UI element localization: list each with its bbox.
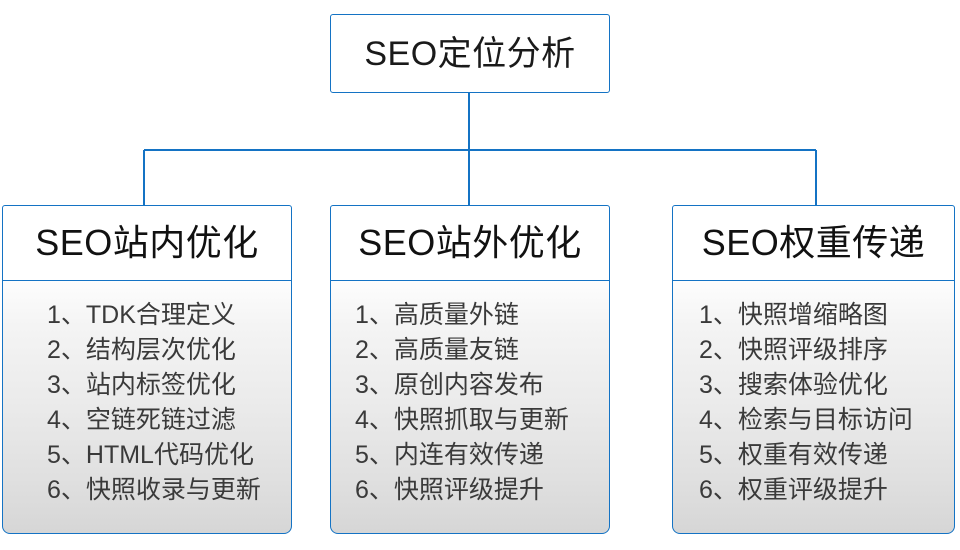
- branch-panel-1: 1、高质量外链 2、高质量友链 3、原创内容发布 4、快照抓取与更新 5、内连有…: [330, 281, 610, 534]
- list-item: 6、快照收录与更新: [47, 476, 261, 504]
- branch-header-1[interactable]: SEO站外优化: [330, 205, 610, 281]
- list-item: 3、原创内容发布: [355, 371, 544, 399]
- list-item: 1、TDK合理定义: [47, 301, 236, 329]
- list-item: 2、快照评级排序: [699, 336, 888, 364]
- list-item: 2、结构层次优化: [47, 336, 236, 364]
- list-item: 6、权重评级提升: [699, 476, 888, 504]
- branch-column-seo-weight[interactable]: SEO权重传递 1、快照增缩略图 2、快照评级排序 3、搜索体验优化 4、检索与…: [672, 205, 955, 534]
- list-item: 1、高质量外链: [355, 301, 519, 329]
- branch-panel-0: 1、TDK合理定义 2、结构层次优化 3、站内标签优化 4、空链死链过滤 5、H…: [2, 281, 292, 534]
- branch-column-seo-offsite[interactable]: SEO站外优化 1、高质量外链 2、高质量友链 3、原创内容发布 4、快照抓取与…: [330, 205, 610, 534]
- branch-header-2[interactable]: SEO权重传递: [672, 205, 955, 281]
- branch-title-0: SEO站内优化: [35, 222, 259, 263]
- list-item: 5、权重有效传递: [699, 441, 888, 469]
- branch-title-2: SEO权重传递: [701, 222, 926, 263]
- root-node-title: SEO定位分析: [364, 34, 576, 73]
- branch-header-0[interactable]: SEO站内优化: [2, 205, 292, 281]
- item-list-0: 1、TDK合理定义 2、结构层次优化 3、站内标签优化 4、空链死链过滤 5、H…: [3, 298, 291, 508]
- list-item: 6、快照评级提升: [355, 476, 544, 504]
- list-item: 4、检索与目标访问: [699, 406, 913, 434]
- list-item: 3、站内标签优化: [47, 371, 236, 399]
- list-item: 2、高质量友链: [355, 336, 519, 364]
- branch-column-seo-onsite[interactable]: SEO站内优化 1、TDK合理定义 2、结构层次优化 3、站内标签优化 4、空链…: [2, 205, 292, 534]
- list-item: 3、搜索体验优化: [699, 371, 888, 399]
- list-item: 1、快照增缩略图: [699, 301, 888, 329]
- list-item: 4、快照抓取与更新: [355, 406, 569, 434]
- list-item: 5、HTML代码优化: [47, 441, 254, 469]
- branch-title-1: SEO站外优化: [358, 222, 582, 263]
- item-list-1: 1、高质量外链 2、高质量友链 3、原创内容发布 4、快照抓取与更新 5、内连有…: [331, 298, 609, 508]
- item-list-2: 1、快照增缩略图 2、快照评级排序 3、搜索体验优化 4、检索与目标访问 5、权…: [673, 298, 954, 508]
- list-item: 5、内连有效传递: [355, 441, 544, 469]
- list-item: 4、空链死链过滤: [47, 406, 236, 434]
- branch-panel-2: 1、快照增缩略图 2、快照评级排序 3、搜索体验优化 4、检索与目标访问 5、权…: [672, 281, 955, 534]
- root-node[interactable]: SEO定位分析: [330, 14, 610, 93]
